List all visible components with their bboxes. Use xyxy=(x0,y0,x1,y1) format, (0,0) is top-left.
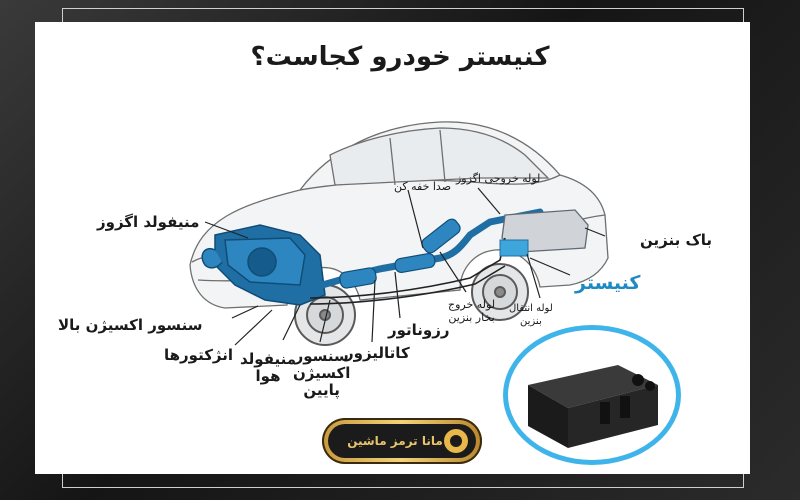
label-vapor-pipe-line1: لوله خروج xyxy=(448,298,496,311)
label-o2-upper: سنسور اکسیژن بالا xyxy=(58,316,203,334)
brand-badge: مانا ترمز ماشین xyxy=(322,418,482,464)
label-resonator: رزوناتور xyxy=(388,321,450,339)
fuel-lines xyxy=(309,237,506,305)
label-muffler: صدا خفه کن xyxy=(394,180,452,193)
brand-logo-icon xyxy=(444,429,468,453)
canister-on-car xyxy=(499,239,529,257)
label-catalyst: کاتالیزور xyxy=(345,344,410,362)
label-fuel-tank: باک بنزین xyxy=(640,231,713,249)
label-exhaust-pipe: لوله خروجی اگزوز xyxy=(456,172,541,185)
label-transfer-pipe-line2: بنزین xyxy=(520,316,542,327)
page-title: کنیستر خودرو کجاست؟ xyxy=(250,42,550,72)
catalyst-body xyxy=(339,218,461,289)
label-transfer-pipe-line1: لوله انتقال xyxy=(509,303,553,314)
label-vapor-pipe-line2: بخار بنزین xyxy=(448,311,495,324)
label-canister: کنیستر xyxy=(575,272,641,294)
label-vapor-pipe: لوله خروج بخار بنزین xyxy=(448,298,495,324)
label-injectors: انژکتورها xyxy=(164,346,234,364)
label-manifold-air-line2: هوا xyxy=(255,367,281,385)
canister-inset xyxy=(503,325,681,465)
canister-image xyxy=(528,365,658,448)
label-manifold-air-line1: منیفولد xyxy=(240,350,297,368)
label-o2-lower-line2: اکسیژن xyxy=(293,364,351,382)
leader-lines xyxy=(204,187,606,346)
brand-name: مانا ترمز ماشین xyxy=(347,434,443,448)
wheel-front xyxy=(294,284,356,346)
label-o2-lower-line3: پایین xyxy=(303,381,340,399)
label-o2-lower: سنسور اکسیژن پایین xyxy=(293,348,350,399)
label-transfer-pipe: لوله انتقال بنزین xyxy=(509,302,553,328)
brand-badge-inner: مانا ترمز ماشین xyxy=(328,424,476,458)
label-o2-lower-line1: سنسور xyxy=(294,347,349,365)
label-manifold-exhaust: منیفولد اگزوز xyxy=(97,213,200,231)
engine xyxy=(201,224,326,306)
label-manifold-air: منیفولد هوا xyxy=(240,351,296,385)
